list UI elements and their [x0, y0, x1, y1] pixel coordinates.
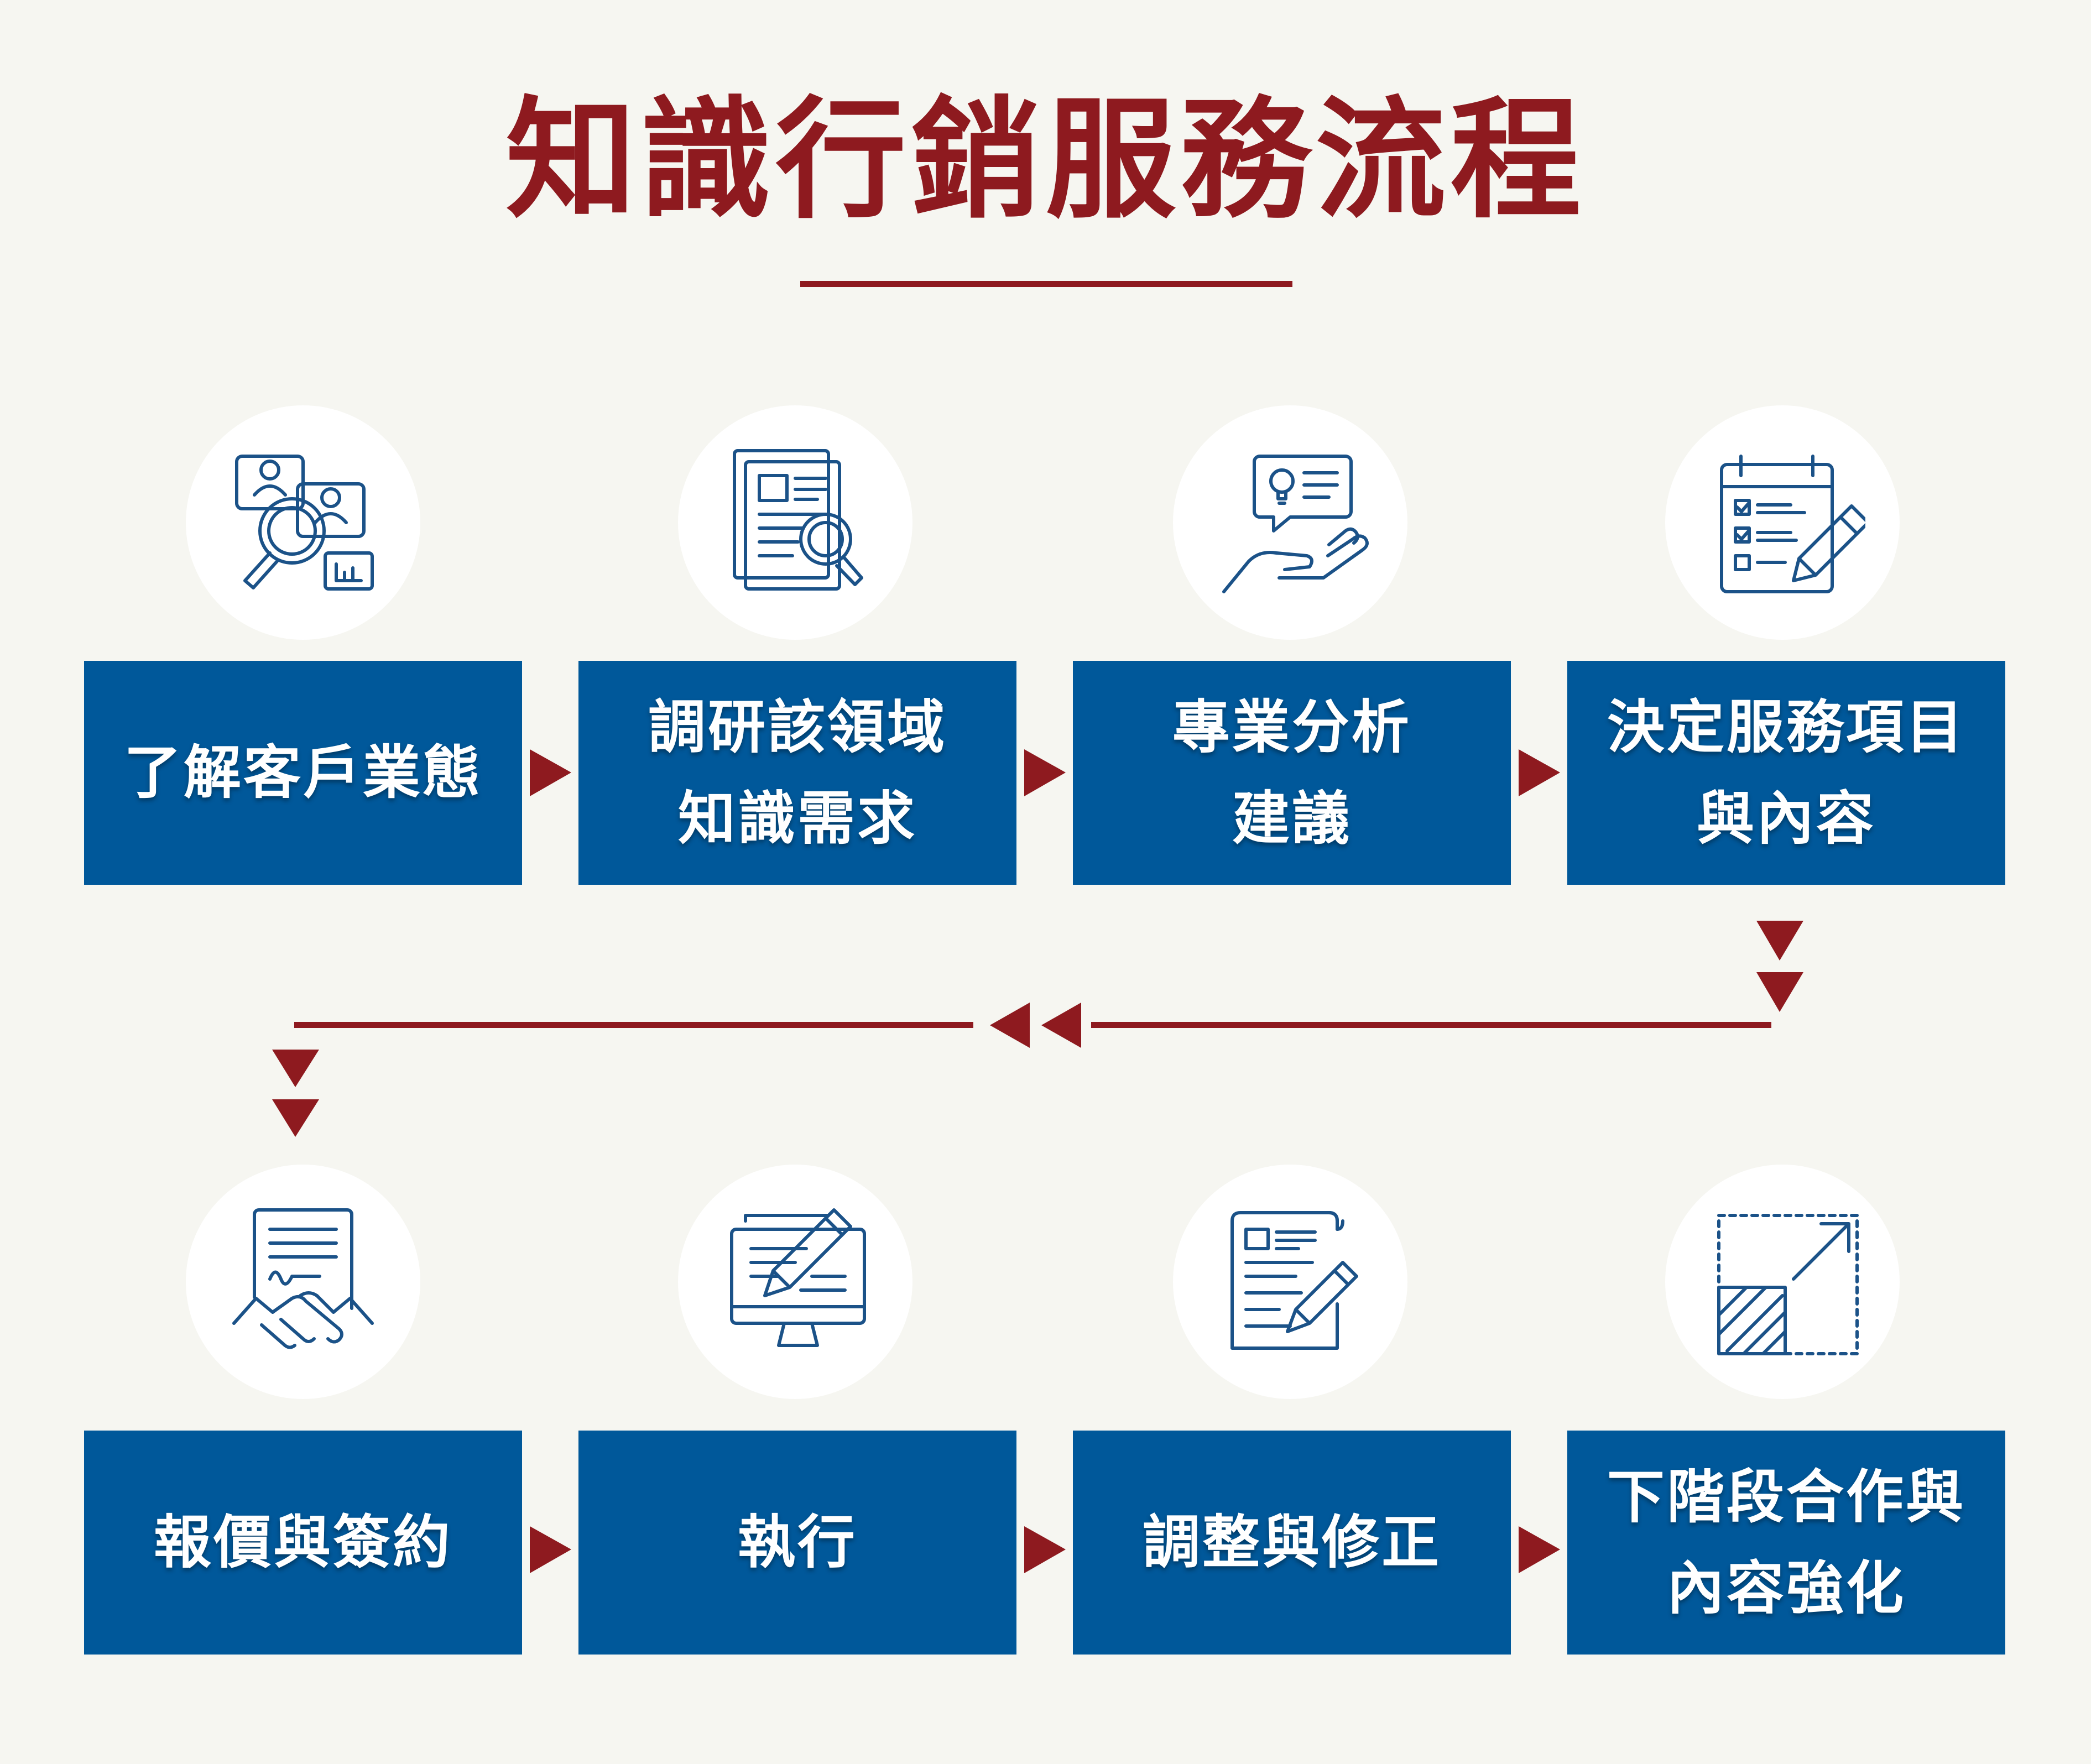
arrow-right-5-6: [530, 1526, 571, 1573]
scale-up-icon: [1717, 1214, 1859, 1355]
checklist-pencil-icon: [1720, 455, 1865, 593]
step-2-label-line2: 知識需求: [677, 784, 917, 852]
step-8-box: 下階段合作與 內容強化: [1567, 1431, 2005, 1655]
step-5-box: 報價與簽約: [84, 1431, 522, 1655]
step-8-icon-circle: [1665, 1165, 1900, 1399]
handshake-contract-icon: [232, 1208, 374, 1349]
document-search-icon: [733, 449, 863, 591]
step-5-label: 報價與簽約: [153, 1509, 452, 1576]
step-6-icon-circle: [678, 1165, 912, 1399]
arrow-right-7-8: [1519, 1526, 1560, 1573]
arrow-left-double: [990, 1003, 1081, 1048]
arrow-right-3-4: [1519, 749, 1560, 796]
arrow-down-double-right: [1756, 921, 1803, 1012]
arrow-down-double-left: [272, 1050, 319, 1137]
step-3-box: 專業分析 建議: [1073, 661, 1511, 885]
step-8-label-line1: 下階段合作與: [1607, 1463, 1965, 1531]
step-2-box: 調研該領域 知識需求: [578, 661, 1016, 885]
step-2-icon-circle: [678, 405, 912, 640]
step-3-icon-circle: [1173, 405, 1407, 640]
step-3-label-line1: 專業分析: [1172, 693, 1411, 761]
step-7-box: 調整與修正: [1073, 1431, 1511, 1655]
page-title: 知識行銷服務流程: [505, 84, 1586, 236]
title-underline: [800, 281, 1292, 287]
step-4-icon-circle: [1665, 405, 1900, 640]
monitor-pencil-icon: [730, 1208, 866, 1347]
step-1-icon-circle: [186, 405, 420, 640]
step-6-box: 執行: [578, 1431, 1016, 1655]
arrow-right-1-2: [530, 749, 571, 796]
connector-line-left: [294, 1022, 973, 1028]
arrow-right-2-3: [1024, 749, 1066, 796]
step-8-label-line2: 內容強化: [1666, 1554, 1906, 1622]
document-edit-icon: [1230, 1211, 1358, 1350]
arrow-right-6-7: [1024, 1526, 1066, 1573]
step-1-label: 了解客戶業態: [123, 739, 482, 806]
step-5-icon-circle: [186, 1165, 420, 1399]
people-search-icon: [235, 455, 374, 591]
step-7-icon-circle: [1173, 1165, 1407, 1399]
step-1-box: 了解客戶業態: [84, 661, 522, 885]
step-4-label-line1: 決定服務項目: [1607, 693, 1965, 761]
hand-idea-icon: [1222, 455, 1369, 593]
step-3-label-line2: 建議: [1232, 784, 1352, 852]
connector-line-right: [1091, 1022, 1771, 1028]
step-6-label: 執行: [737, 1509, 857, 1576]
step-7-label: 調整與修正: [1142, 1509, 1441, 1576]
step-4-label-line2: 與內容: [1696, 784, 1876, 852]
step-4-box: 決定服務項目 與內容: [1567, 661, 2005, 885]
step-2-label-line1: 調研該領域: [648, 693, 947, 761]
